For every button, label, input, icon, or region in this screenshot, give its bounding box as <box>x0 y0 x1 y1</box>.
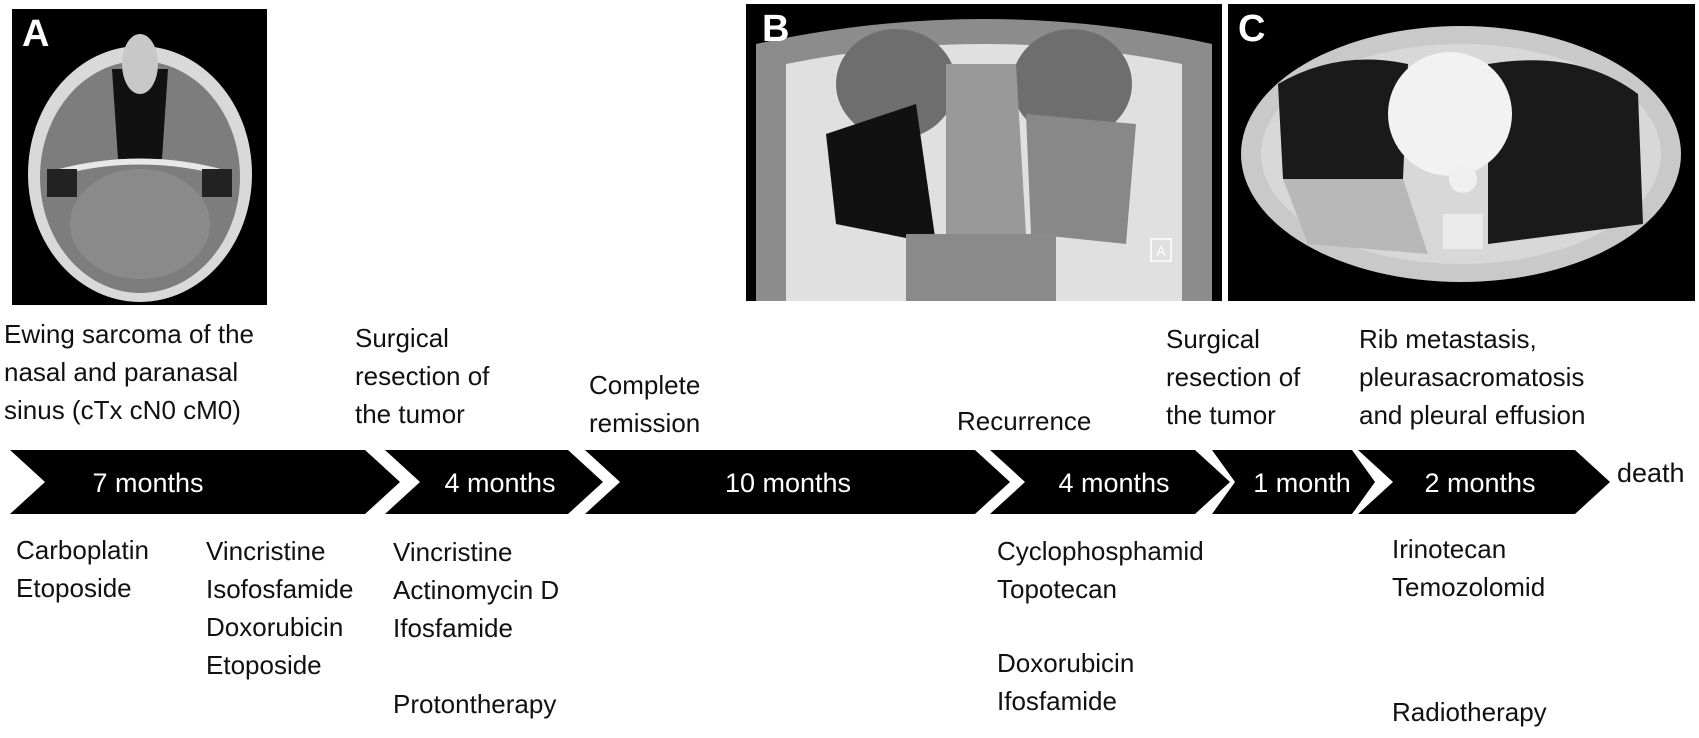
event-label-first-resection: Surgical resection of the tumor <box>355 323 490 429</box>
segment-2-arrow <box>385 450 603 514</box>
axial-head-ct-image <box>12 9 267 305</box>
event-label-recurrence: Recurrence <box>957 406 1092 436</box>
segment-3-label: 10 months <box>725 468 851 498</box>
panel-b-ct-image: A B <box>746 4 1222 301</box>
treatment-carboplatin-etoposide: Carboplatin Etoposide <box>16 535 149 603</box>
segment-4: 4 months <box>990 450 1230 514</box>
treatment-vincristine-actinomycin: Vincristine Actinomycin D Ifosfamide Pro… <box>393 537 560 719</box>
segment-4-label: 4 months <box>1058 468 1169 498</box>
segment-1-label: 7 months <box>92 468 203 498</box>
event-label-diagnosis: Ewing sarcoma of the nasal and paranasal… <box>4 319 255 425</box>
treatment-irinotecan-temozolomid: Irinotecan Temozolomid <box>1392 534 1546 602</box>
segment-2-label: 4 months <box>444 468 555 498</box>
panel-c-letter: C <box>1238 8 1266 50</box>
event-label-second-resection: Surgical resection of the tumor <box>1166 324 1301 430</box>
segment-3-arrow <box>585 450 1010 514</box>
segment-6-arrow <box>1358 450 1610 514</box>
treatment-vincristine-isofosfamide: Vincristine Isofosfamide Doxorubicin Eto… <box>206 536 354 680</box>
segment-5-label: 1 month <box>1253 468 1351 498</box>
event-label-metastasis: Rib metastasis, pleurasacromatosis and p… <box>1359 324 1586 430</box>
panel-a-letter: A <box>22 13 50 55</box>
segment-6: 2 months <box>1358 450 1610 514</box>
segment-1: 7 months <box>10 450 400 514</box>
segment-6-label: 2 months <box>1424 468 1535 498</box>
axial-chest-ct-image <box>1228 4 1695 301</box>
segment-2: 4 months <box>385 450 603 514</box>
treatment-radiotherapy: Radiotherapy <box>1392 697 1547 727</box>
segment-5: 1 month <box>1212 450 1375 514</box>
treatment-doxorubicin-ifosfamide: Doxorubicin Ifosfamide <box>997 648 1135 716</box>
treatment-cyclophosphamid-topotecan: Cyclophosphamid Topotecan <box>997 536 1204 604</box>
panel-b-letter: B <box>762 8 790 50</box>
panel-b-marker: A <box>1156 243 1166 259</box>
death-label: death <box>1617 458 1685 488</box>
segment-4-arrow <box>990 450 1230 514</box>
segment-5-arrow <box>1212 450 1375 514</box>
timeline-arrows: 7 months 4 months 10 months 4 months 1 m… <box>10 450 1610 514</box>
coronal-sinus-ct-image: A <box>746 4 1222 301</box>
event-label-remission: Complete remission <box>589 370 701 438</box>
panel-a-ct-image: A <box>12 9 267 305</box>
segment-1-arrow <box>10 450 400 514</box>
panel-c-ct-image: C <box>1228 4 1695 301</box>
segment-3: 10 months <box>585 450 1010 514</box>
